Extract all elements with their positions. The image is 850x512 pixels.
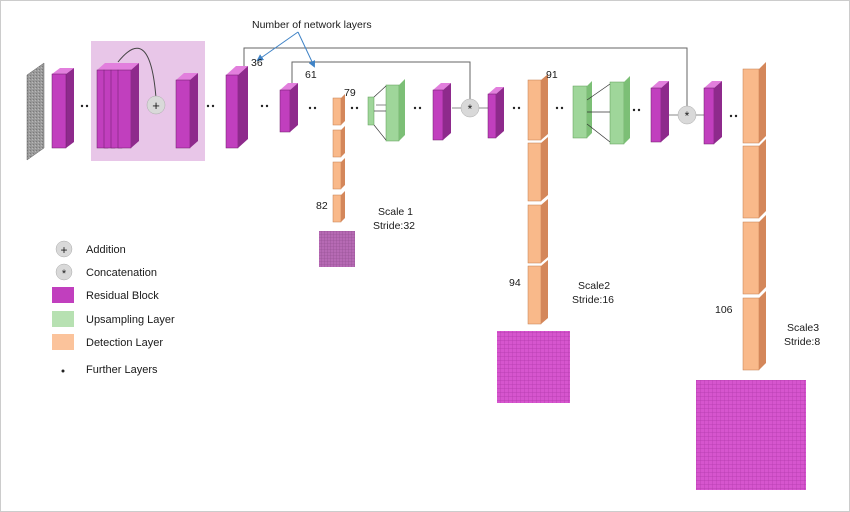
- legend-addition-label: Addition: [86, 244, 126, 256]
- legend-upsampling: Upsampling Layer: [52, 311, 175, 327]
- scale-2-stride: Stride:16: [572, 294, 614, 306]
- annotation-arrow-36: [256, 31, 299, 62]
- addition-op: +: [146, 95, 166, 115]
- detection-column-1: [332, 94, 345, 223]
- legend-addition-icon: [55, 240, 73, 258]
- legend-concatenation: * Concatenation: [55, 263, 157, 281]
- layer-label-91: 91: [546, 69, 558, 81]
- concat-symbol-1: *: [468, 102, 473, 116]
- concatenation-op-1: *: [460, 98, 480, 118]
- residual-block-4: [279, 83, 298, 133]
- annotation-text: Number of network layers: [252, 19, 372, 31]
- layer-label-79: 79: [344, 87, 356, 99]
- residual-block-8: [703, 81, 722, 145]
- legend-residual-swatch: [52, 287, 74, 303]
- legend-further-dot: [61, 369, 65, 373]
- layer-label-106: 106: [715, 304, 733, 316]
- legend-upsampling-label: Upsampling Layer: [86, 314, 175, 326]
- detection-column-2: [527, 74, 548, 325]
- legend-further: Further Layers: [61, 364, 158, 376]
- scale-2-name: Scale2: [578, 280, 610, 292]
- legend: + Addition * Concatenation Residual Bloc…: [52, 240, 175, 376]
- upsampling-layer-1: [367, 79, 405, 142]
- detection-column-3: [742, 62, 766, 371]
- network-layers-annotation: Number of network layers: [252, 19, 372, 68]
- layer-number-labels: 36 61 79 82 91 94 106: [251, 57, 733, 316]
- further-layer-dots: [80, 104, 738, 118]
- output-map-scale-3: [696, 380, 806, 490]
- skip-line-61: [291, 61, 471, 104]
- legend-further-label: Further Layers: [86, 364, 158, 376]
- residual-block-3: [225, 66, 248, 149]
- residual-block-2: [175, 73, 198, 149]
- svg-text:+: +: [60, 243, 67, 257]
- layer-label-94: 94: [509, 277, 521, 289]
- residual-block-6: [487, 87, 504, 139]
- legend-addition: + Addition: [55, 240, 126, 258]
- output-map-scale-2: [497, 331, 570, 403]
- legend-detection-label: Detection Layer: [86, 337, 163, 349]
- residual-stack: [96, 63, 139, 149]
- scale-captions: Scale 1 Stride:32 Scale2 Stride:16 Scale…: [373, 206, 820, 348]
- legend-upsampling-swatch: [52, 311, 74, 327]
- residual-block-7: [650, 81, 669, 143]
- upsampling-layer-2: [572, 76, 630, 145]
- residual-block-1: [51, 68, 74, 149]
- legend-concatenation-icon: [55, 263, 73, 281]
- layer-label-61: 61: [305, 69, 317, 81]
- annotation-arrow-61: [297, 31, 316, 68]
- layer-label-36: 36: [251, 57, 263, 69]
- layer-label-82: 82: [316, 200, 328, 212]
- residual-block-5: [432, 83, 451, 141]
- legend-concatenation-label: Concatenation: [86, 267, 157, 279]
- skip-line-36: [243, 47, 688, 110]
- residual-skip-arc: [117, 47, 157, 99]
- skip-connections: [243, 47, 688, 110]
- addition-symbol: +: [152, 98, 160, 113]
- legend-detection: Detection Layer: [52, 334, 163, 350]
- svg-text:*: *: [62, 268, 67, 280]
- scale-3-name: Scale3: [787, 322, 819, 334]
- scale-1-stride: Stride:32: [373, 220, 415, 232]
- concat-symbol-2: *: [685, 109, 690, 123]
- scale-1-name: Scale 1: [378, 206, 413, 218]
- legend-detection-swatch: [52, 334, 74, 350]
- scale-3-stride: Stride:8: [784, 336, 820, 348]
- legend-residual-label: Residual Block: [86, 290, 159, 302]
- input-image: [26, 62, 45, 161]
- legend-residual: Residual Block: [52, 287, 159, 303]
- concatenation-op-2: *: [677, 105, 697, 125]
- output-map-scale-1: [319, 231, 355, 267]
